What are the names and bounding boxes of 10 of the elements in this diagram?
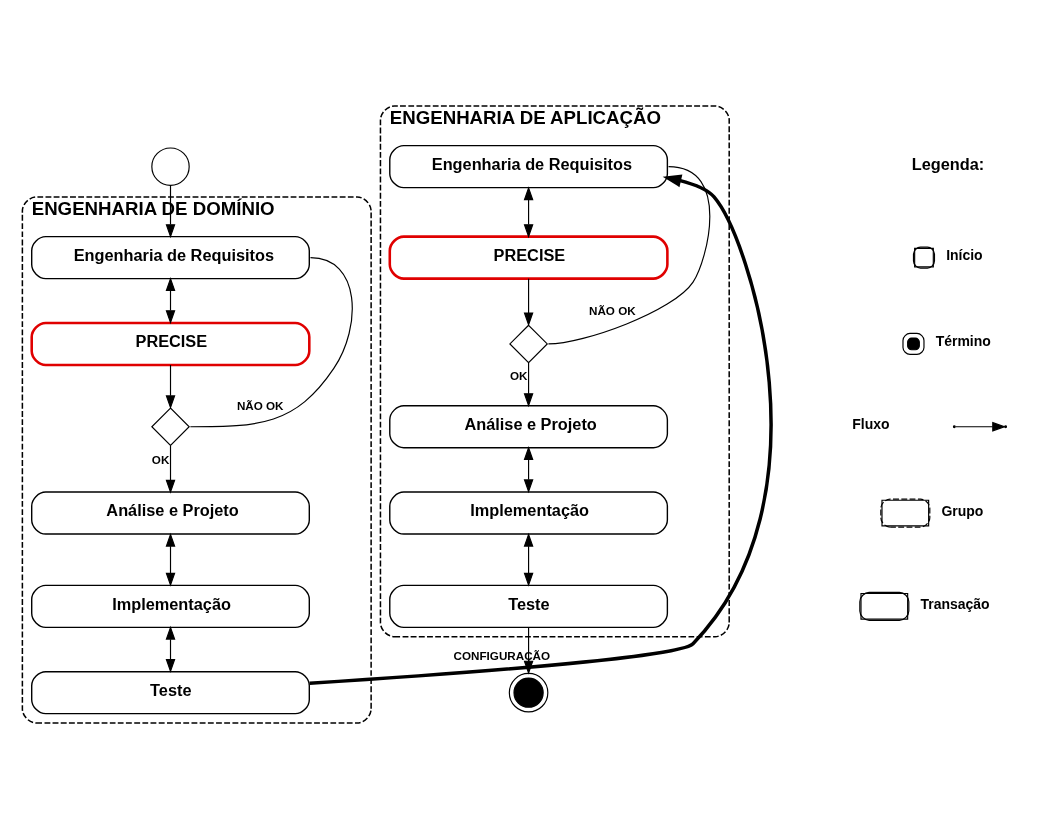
legend-label: Grupo	[941, 502, 984, 519]
edge-label: OK	[509, 368, 528, 382]
edge-label: OK	[151, 452, 170, 466]
legend-label: Fluxo	[852, 415, 890, 432]
legend-label: Término	[935, 332, 991, 349]
legend-label: Transação	[920, 595, 990, 612]
legend-label: Início	[946, 246, 983, 263]
label: Legenda:	[911, 154, 985, 173]
edge-label: NÃO OK	[589, 303, 636, 317]
edge-label: NÃO OK	[236, 398, 284, 412]
